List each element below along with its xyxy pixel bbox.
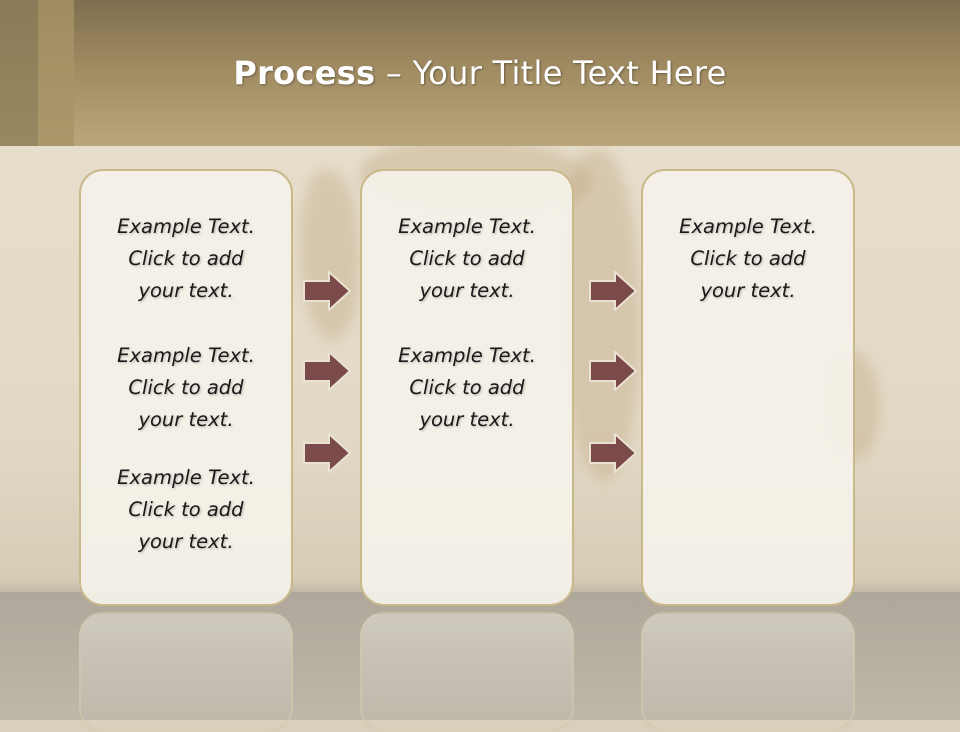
box-reflection	[360, 612, 574, 732]
process-box-2[interactable]: Example Text. Click to add your text. Ex…	[360, 169, 574, 606]
slide-title[interactable]: Process – Your Title Text Here	[0, 54, 960, 92]
text-line: Example Text.	[679, 215, 817, 238]
text-placeholder[interactable]: Example Text. Click to add your text.	[81, 211, 291, 307]
right-arrow-icon	[589, 271, 637, 311]
text-line: Example Text.	[398, 344, 536, 367]
text-line: Example Text.	[117, 466, 255, 489]
text-line: Example Text.	[117, 344, 255, 367]
right-arrow-icon	[303, 433, 351, 473]
text-placeholder[interactable]: Example Text. Click to add your text.	[81, 462, 291, 558]
right-arrow-icon	[589, 351, 637, 391]
text-line: Example Text.	[398, 215, 536, 238]
box-reflection	[79, 612, 293, 732]
right-arrow-icon	[303, 271, 351, 311]
title-bold-part: Process	[233, 54, 376, 92]
text-line: Click to add	[128, 247, 244, 270]
title-rest-part: – Your Title Text Here	[375, 54, 727, 92]
process-box-1[interactable]: Example Text. Click to add your text. Ex…	[79, 169, 293, 606]
text-line: your text.	[700, 279, 796, 302]
header-accent-strip	[0, 0, 38, 146]
header-accent-strip	[38, 0, 74, 146]
text-placeholder[interactable]: Example Text. Click to add your text.	[81, 340, 291, 436]
text-placeholder[interactable]: Example Text. Click to add your text.	[362, 211, 572, 307]
background-photo-shape	[300, 170, 360, 340]
text-line: Click to add	[409, 247, 525, 270]
text-line: your text.	[138, 408, 234, 431]
text-line: your text.	[419, 279, 515, 302]
text-placeholder[interactable]: Example Text. Click to add your text.	[643, 211, 853, 307]
process-box-3[interactable]: Example Text. Click to add your text.	[641, 169, 855, 606]
text-placeholder[interactable]: Example Text. Click to add your text.	[362, 340, 572, 436]
right-arrow-icon	[303, 351, 351, 391]
text-line: Click to add	[128, 376, 244, 399]
title-bar: Process – Your Title Text Here	[0, 0, 960, 146]
text-line: your text.	[419, 408, 515, 431]
text-line: Example Text.	[117, 215, 255, 238]
text-line: Click to add	[409, 376, 525, 399]
text-line: Click to add	[128, 498, 244, 521]
text-line: your text.	[138, 530, 234, 553]
right-arrow-icon	[589, 433, 637, 473]
text-line: your text.	[138, 279, 234, 302]
text-line: Click to add	[690, 247, 806, 270]
box-reflection	[641, 612, 855, 732]
